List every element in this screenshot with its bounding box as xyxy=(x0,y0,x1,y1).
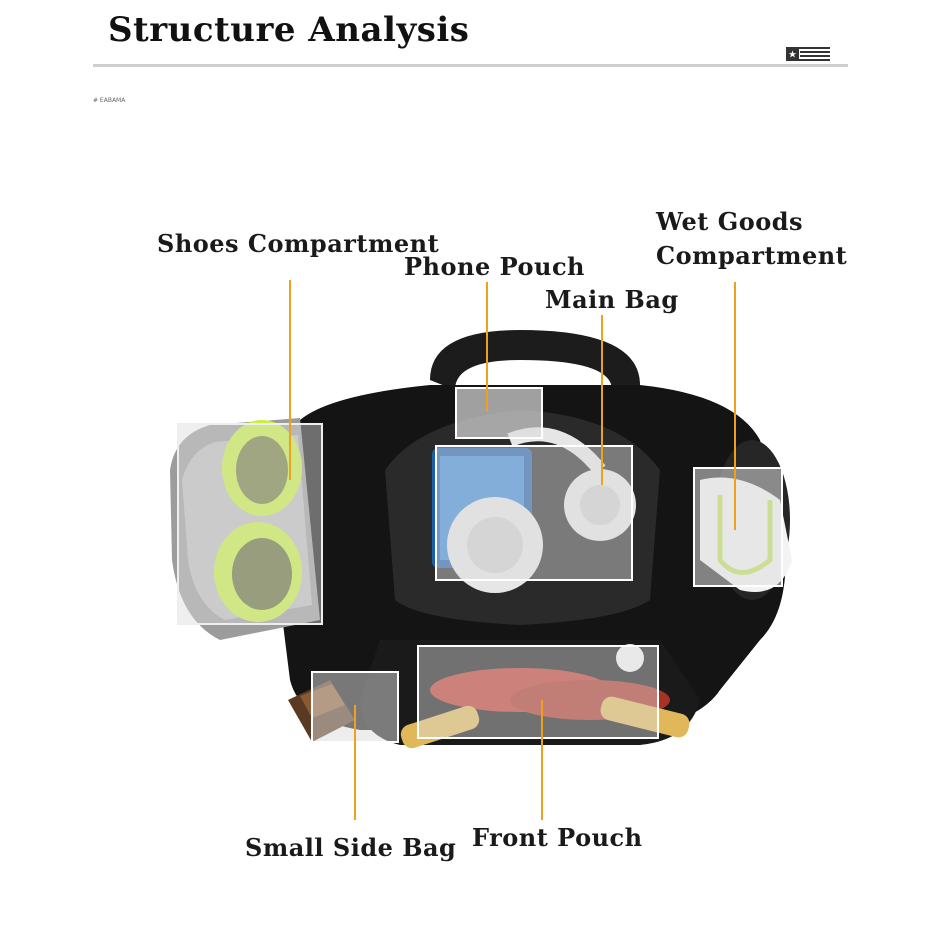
leader-phone xyxy=(486,282,488,412)
title-divider xyxy=(93,64,848,67)
label-wet-goods-line2: Compartment xyxy=(656,241,848,270)
label-front-pouch: Front Pouch xyxy=(472,823,643,852)
ping-pong-ball xyxy=(616,644,644,672)
leader-main xyxy=(601,315,603,485)
label-wet-goods-compartment: Wet Goods Compartment xyxy=(656,205,847,273)
flag-icon xyxy=(786,46,830,62)
highlight-main xyxy=(435,445,633,581)
leader-wet xyxy=(734,282,736,530)
highlight-shoes xyxy=(177,423,323,625)
label-small-side-bag: Small Side Bag xyxy=(245,833,457,862)
label-wet-goods-line1: Wet Goods xyxy=(656,207,804,236)
bag-handle xyxy=(430,330,640,390)
leader-shoes xyxy=(289,280,291,480)
highlight-wet xyxy=(693,467,783,587)
label-phone-pouch: Phone Pouch xyxy=(404,252,585,281)
brand-watermark: # EABAMA xyxy=(93,97,126,104)
leader-front xyxy=(541,700,543,820)
highlight-phone xyxy=(455,387,543,439)
label-main-bag: Main Bag xyxy=(545,285,679,314)
leader-side xyxy=(354,705,356,820)
page-title: Structure Analysis xyxy=(108,10,470,50)
label-shoes-compartment: Shoes Compartment xyxy=(157,229,440,258)
highlight-front xyxy=(417,645,659,739)
